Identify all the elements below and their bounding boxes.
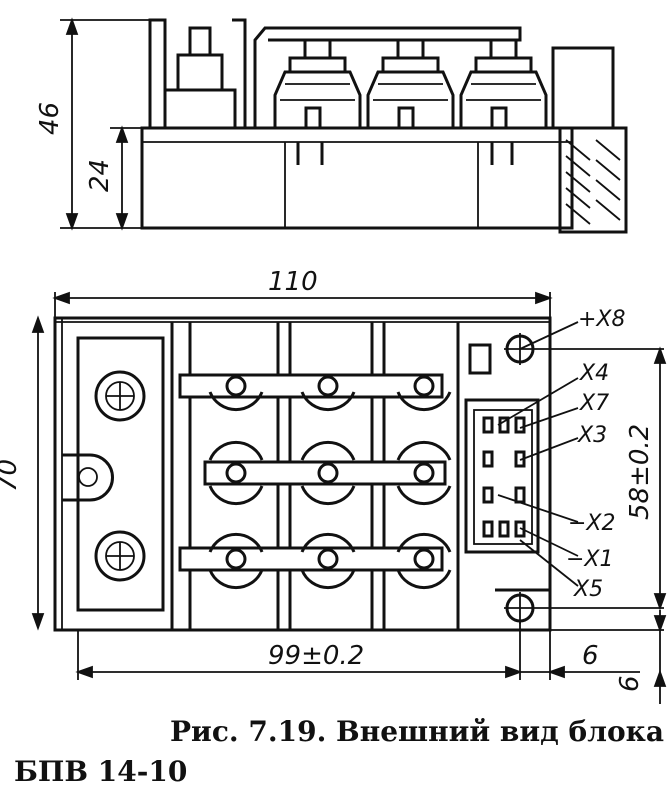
side-view-nut	[176, 53, 224, 92]
side-view-cable-clamp	[558, 126, 628, 234]
plan-view-outline	[53, 316, 552, 632]
technical-drawing: 46 24 110 70	[0, 17, 667, 704]
mounting-screw-bottom	[94, 530, 146, 582]
side-view-bracket	[148, 18, 247, 128]
side-view-top-rail	[253, 26, 522, 128]
pin-label-x4: X4	[579, 361, 609, 386]
dim-overall-height: 70	[0, 459, 23, 492]
figure-caption: Рис. 7.19. Внешний вид блока БПВ 14-10	[14, 712, 664, 792]
connector-key	[468, 343, 492, 375]
caption-line-1: Рис. 7.19. Внешний вид блока	[170, 715, 664, 748]
dim-overall-width: 110	[268, 267, 318, 297]
dim-mount-width: 99±0.2	[268, 641, 364, 671]
terminal	[396, 375, 452, 412]
side-view-relay	[273, 38, 362, 130]
pin-label-x5: X5	[573, 577, 603, 602]
pin-label-x8: +X8	[578, 307, 626, 332]
dim-total-height: 46	[35, 102, 65, 135]
bus-bar-top	[178, 373, 444, 399]
plan-view: 110 70	[0, 267, 667, 704]
mounting-tab	[62, 453, 114, 502]
side-view-nut-base	[163, 88, 237, 130]
terminal	[300, 440, 356, 506]
side-view-base	[140, 126, 574, 230]
dim-base-height: 24	[85, 159, 115, 192]
side-view-bolt	[188, 26, 212, 57]
connector-pins	[482, 416, 526, 538]
dim-offset-vertical: 6	[615, 675, 645, 692]
mounting-plate	[76, 336, 165, 612]
pin-label-x3: X3	[577, 423, 607, 448]
terminal	[396, 532, 452, 590]
pin-label-x2: −X2	[568, 511, 616, 536]
side-view-relay	[459, 38, 548, 130]
side-view-dimension-lines	[60, 17, 150, 231]
terminal	[208, 532, 264, 590]
pin-label-x7: X7	[579, 391, 609, 416]
connector-housing	[464, 398, 540, 554]
side-view-connector	[551, 46, 615, 130]
bus-bar-bottom	[178, 546, 444, 572]
terminal	[208, 440, 264, 506]
terminal	[396, 440, 452, 506]
pin-leader-lines	[497, 321, 579, 587]
pin-label-x1: −X1	[566, 547, 614, 572]
terminal	[300, 532, 356, 590]
terminal	[300, 375, 356, 412]
mounting-screw-top	[94, 370, 146, 422]
bus-bar-middle	[203, 460, 447, 486]
terminal	[208, 375, 264, 412]
side-view-relay	[366, 38, 455, 130]
side-view: 46 24	[35, 17, 628, 234]
caption-line-2: БПВ 14-10	[14, 755, 188, 788]
terminal-grid	[208, 375, 452, 590]
dim-mount-height: 58±0.2	[625, 424, 655, 520]
dim-offset-bottom: 6	[582, 641, 599, 671]
